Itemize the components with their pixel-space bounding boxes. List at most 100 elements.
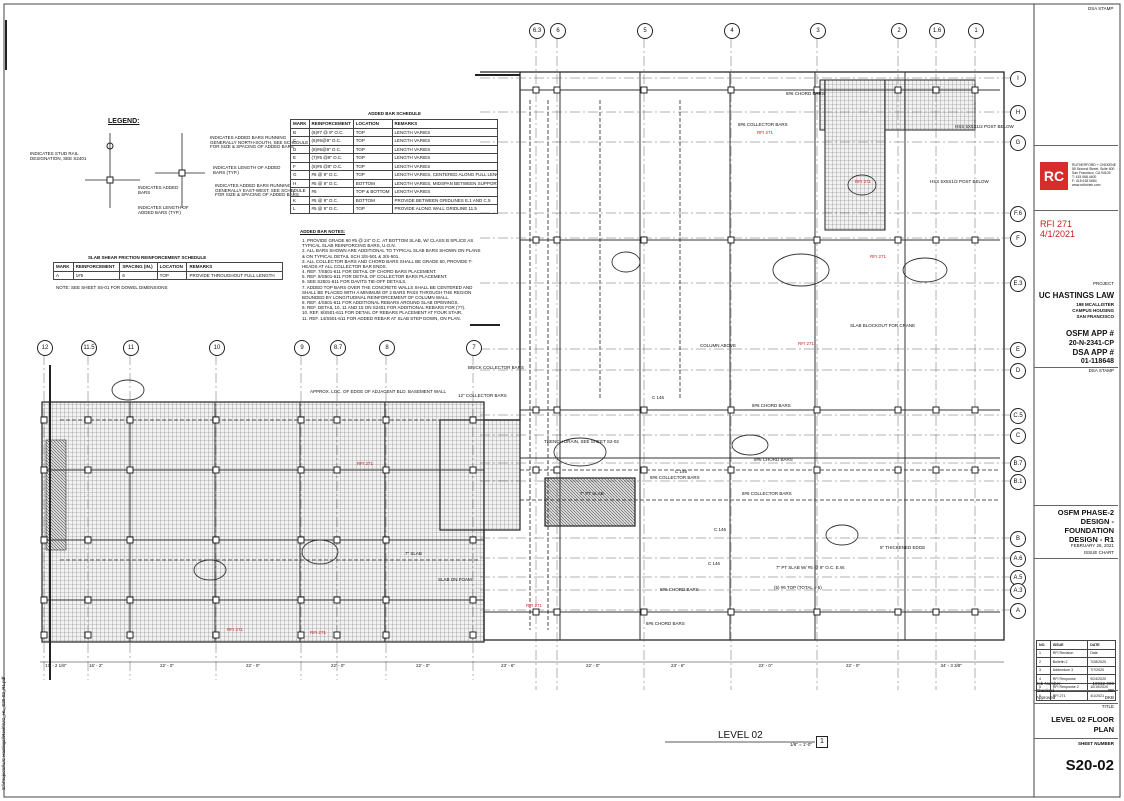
added-bar-cell: TOP bbox=[352, 170, 393, 180]
revision-cell: 3 bbox=[1036, 665, 1051, 675]
phase-3: FOUNDATION bbox=[1064, 526, 1114, 535]
grid-bubble-I: I bbox=[1010, 71, 1026, 87]
revision-cell: 7/28/2020 bbox=[1087, 657, 1116, 667]
margin-path: S:\\Projects\\UC Hastings\\Revit\\UC_HL_… bbox=[1, 676, 6, 790]
detail-number: 1 bbox=[816, 736, 828, 748]
grid-bubble-E: E bbox=[1010, 342, 1026, 358]
added-bar-cell: TOP bbox=[352, 161, 393, 171]
rfi-tag: RFI 271 bbox=[757, 130, 774, 135]
plan-label: BRICK COLLECTOR BARS bbox=[468, 365, 524, 370]
friction-cell: A bbox=[53, 270, 74, 280]
friction-schedule-note: NOTE: SEE SHEET S5-01 FOR DOWEL DIMENSIO… bbox=[56, 285, 168, 290]
added-bar-note-4: 4. REF. 7/S501-611 FOR DETAIL OF CHORD B… bbox=[302, 269, 437, 275]
friction-header: MARK bbox=[53, 262, 74, 272]
friction-cell: PROVIDE THROUGHOUT FULL LENGTH bbox=[186, 270, 283, 280]
added-bar-notes-title: ADDED BAR NOTES: bbox=[300, 229, 346, 234]
rfi-tag: RFI 271 bbox=[227, 627, 244, 632]
grid-bubble-9: 9 bbox=[294, 340, 310, 356]
dimension-5: 22' - 0" bbox=[331, 663, 345, 668]
grid-bubble-F: F bbox=[1010, 231, 1026, 247]
plan-label: TRENCH DRAIN, SEE SHEET S2-02 bbox=[544, 439, 619, 444]
grid-bubble-D: D bbox=[1010, 363, 1026, 379]
plan-label: 8#6 COLLECTOR BARS bbox=[742, 491, 792, 496]
legend-item-6: INDICATES LENGTH OF ADDED BARS (TYP.) bbox=[138, 205, 189, 215]
project-addr-2: CAMPUS HOUSING bbox=[1072, 308, 1114, 313]
grid-bubble-7: 7 bbox=[466, 340, 482, 356]
plan-label: HSS 5X5X1/2 POST BELOW bbox=[930, 179, 989, 184]
plan-label: (5) #6 TOP (TOTAL = 5) bbox=[774, 585, 822, 590]
added-bar-cell: TOP bbox=[352, 144, 393, 154]
grid-bubble-2: 2 bbox=[891, 23, 907, 39]
revision-cell: Addendum 3 bbox=[1049, 665, 1089, 675]
dimension-4: 22' - 0" bbox=[246, 663, 260, 668]
added-bar-cell: LENGTH VARIES bbox=[391, 136, 498, 146]
grid-bubble-1: 1 bbox=[968, 23, 984, 39]
added-bar-cell: (7)#5 @9" O.C. bbox=[308, 153, 354, 163]
grid-bubble-A.6: A.6 bbox=[1010, 551, 1026, 567]
firm-line-1: RUTHERFORD + CHEKENE bbox=[1072, 163, 1116, 167]
scale-label: 1/8" = 1'-0" bbox=[790, 742, 812, 747]
revision-cell: 1 bbox=[1036, 648, 1051, 658]
grid-bubble-8.7: 8.7 bbox=[330, 340, 346, 356]
grid-bubble-11: 11 bbox=[123, 340, 139, 356]
plan-label: 8#6 CHORD BARS bbox=[754, 457, 793, 462]
added-bar-header: LOCATION bbox=[352, 119, 393, 129]
added-bar-note-10: 10. REF. 8/S501-611 FOR DETAIL OF REBARS… bbox=[302, 310, 463, 316]
added-bar-note-5: 5. REF. 8/S501-611 FOR DETAIL OF COLLECT… bbox=[302, 274, 448, 280]
added-bar-cell: #5 @ 9" O.C. bbox=[308, 178, 354, 188]
legend-item-3: INDICATES STUD RAIL DESIGNATION, SEE S24… bbox=[30, 151, 87, 161]
added-bar-note-9: 9. REF. DETAIL 10, 11 AND 15 ON S2401 FO… bbox=[302, 305, 466, 311]
firm-line-2: 55 Second Street, Suite 600 bbox=[1072, 167, 1115, 172]
added-bar-note-8: 8. REF. 4/S501-611 FOR ADDITIONAL REBARS… bbox=[302, 300, 459, 306]
dsa-app-label: DSA APP # bbox=[1072, 348, 1115, 357]
added-bar-cell: LENGTH VARIES bbox=[391, 161, 498, 171]
firm-line-6: www.ruthchek.com bbox=[1072, 183, 1101, 188]
osfm-app-no: 20-N-2341-CP bbox=[1068, 340, 1114, 347]
plan-label: 8#6 COLLECTOR BARS bbox=[738, 122, 788, 127]
grid-bubble-B.7: B.7 bbox=[1010, 456, 1026, 472]
added-bar-cell: LENGTH VARIES, CENTERED ALONG FULL LENGT… bbox=[391, 170, 498, 180]
project-addr-1: 198 MCALLISTER bbox=[1076, 302, 1114, 307]
added-bar-cell: TOP bbox=[352, 127, 393, 137]
dimension-6: 22' - 0" bbox=[416, 663, 430, 668]
grid-bubble-A: A bbox=[1010, 603, 1026, 619]
plan-label: 8#6 CHORD BARS bbox=[786, 91, 825, 96]
title-label: TITLE bbox=[1101, 704, 1114, 709]
phase-2: DESIGN - bbox=[1080, 517, 1114, 526]
plan-label: 8#6 CHORD BARS bbox=[752, 403, 791, 408]
friction-header: LOCATION bbox=[156, 262, 188, 272]
added-bar-cell: TOP bbox=[352, 153, 393, 163]
grid-bubble-F.6: F.6 bbox=[1010, 206, 1026, 222]
plan-label: C 146 bbox=[708, 561, 721, 566]
grid-bubble-11.5: 11.5 bbox=[81, 340, 97, 356]
added-bar-cell: D bbox=[290, 144, 310, 154]
grid-bubble-G: G bbox=[1010, 135, 1026, 151]
job-number: 19032-000 bbox=[1092, 681, 1114, 686]
plan-label: 7" SLAB bbox=[405, 551, 422, 556]
firm-line-4: T: 415 568 4400 bbox=[1072, 175, 1097, 180]
plan-label: 7" PT SLAB W/ #5 @ 9" O.C. E.W. bbox=[776, 565, 846, 570]
added-bar-cell: LENGTH VARIES, MIDSPAN BETWEEN SUPPORTS bbox=[391, 178, 498, 188]
plan-label: C 146 bbox=[675, 469, 688, 474]
added-bar-cell: G bbox=[290, 170, 310, 180]
dimension-1: 17' - 2 1/8" bbox=[45, 663, 67, 668]
rfi-tag: RFI 271 bbox=[526, 603, 543, 608]
level-label: LEVEL 02 bbox=[718, 730, 763, 741]
added-bar-cell: H bbox=[290, 178, 310, 188]
dimension-3: 22' - 0" bbox=[160, 663, 174, 668]
dimension-11: 22' - 0" bbox=[846, 663, 860, 668]
grid-bubble-5: 5 bbox=[637, 23, 653, 39]
added-bar-cell: LENGTH VARIES bbox=[391, 153, 498, 163]
plan-label: APPROX. LOC. OF EDGE OF ADJACENT BLD. BA… bbox=[310, 389, 446, 394]
firm-logo: RC bbox=[1040, 162, 1068, 190]
added-bar-note-6: 6. SEE S2501-611 FOR DAVITS TIE-OFF DETA… bbox=[302, 279, 407, 285]
checked-value: PF bbox=[1108, 688, 1114, 693]
